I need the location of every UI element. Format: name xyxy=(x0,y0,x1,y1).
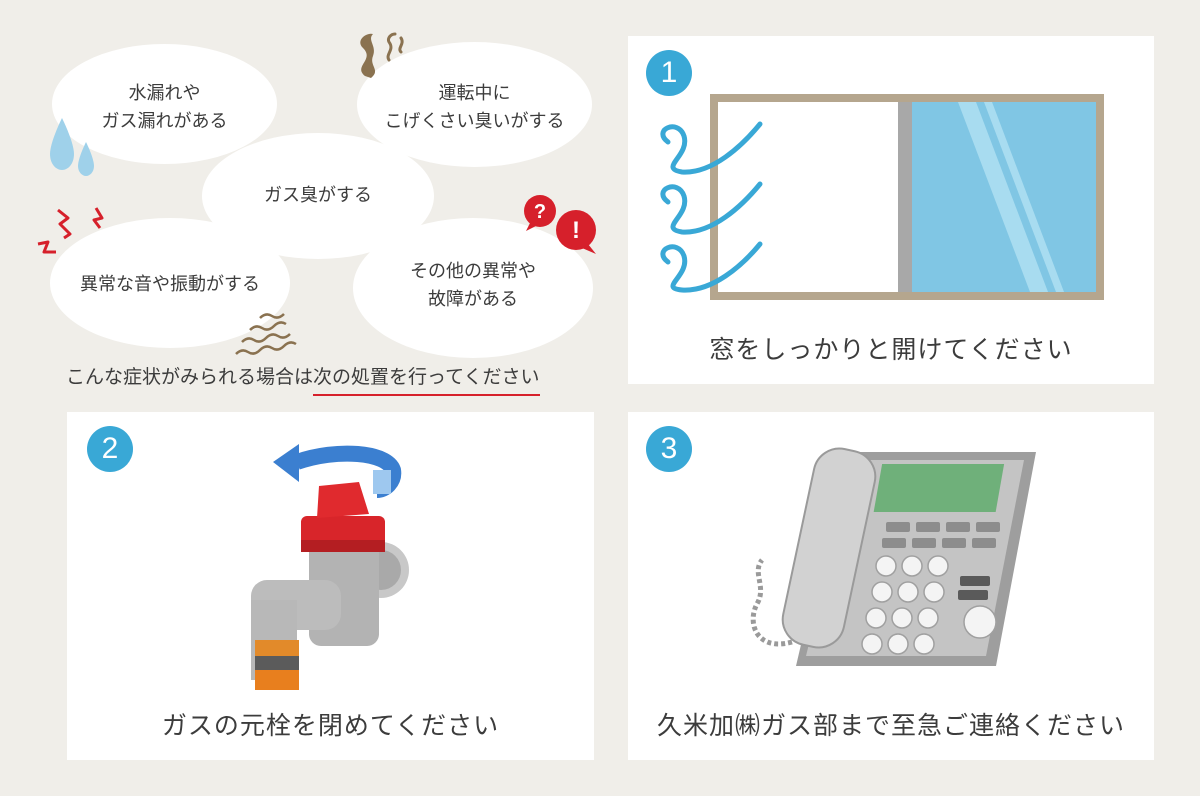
step-3-panel: 3 久米加㈱ガス部まで至急ご連絡 xyxy=(628,412,1154,760)
step-1-panel: 1 窓をしっかりと開けてください xyxy=(628,36,1154,384)
svg-text:!: ! xyxy=(572,217,580,244)
window-icon xyxy=(710,94,1104,300)
step-3-caption: 久米加㈱ガス部まで至急ご連絡ください xyxy=(656,711,1125,740)
bubble-burning-smell xyxy=(357,42,592,167)
wind-icon xyxy=(660,121,763,293)
water-leak-text: 水漏れや ガス漏れがある xyxy=(101,83,228,132)
intro-lead: こんな症状がみられる場合は xyxy=(66,366,314,388)
noise-text: 異常な音や振動がする xyxy=(80,274,260,295)
telephone-icon xyxy=(750,447,1036,666)
step-1-caption: 窓をしっかりと開けてください xyxy=(709,335,1073,364)
vibration-wave-icon xyxy=(235,313,297,355)
intro-text: こんな症状がみられる場合は次の処置を行ってください xyxy=(66,362,540,396)
exclamation-mark-icon: ! xyxy=(556,210,596,254)
other-text: その他の異常や 故障がある xyxy=(410,261,536,310)
bubble-water-leak xyxy=(52,44,277,164)
water-drop-icon xyxy=(50,118,94,176)
gas-smell-text: ガス臭がする xyxy=(264,185,372,206)
intro-highlight: 次の処置を行ってください xyxy=(313,366,540,396)
noise-mark-icon xyxy=(37,207,104,254)
step-1-badge: 1 xyxy=(646,50,692,96)
burning-smell-text: 運転中に こげくさい臭いがする xyxy=(384,83,565,132)
step-2-caption: ガスの元栓を閉めてください xyxy=(161,711,500,740)
step-3-badge: 3 xyxy=(646,426,692,472)
question-mark-icon: ? xyxy=(524,195,556,231)
step-2-badge: 2 xyxy=(87,426,133,472)
gas-valve-icon xyxy=(251,444,409,690)
smell-wisp-icon xyxy=(360,32,404,78)
step-2-panel: 2 ガスの元栓を閉めてください xyxy=(67,412,594,760)
svg-text:?: ? xyxy=(534,201,546,223)
bubble-gas-smell xyxy=(202,133,434,259)
